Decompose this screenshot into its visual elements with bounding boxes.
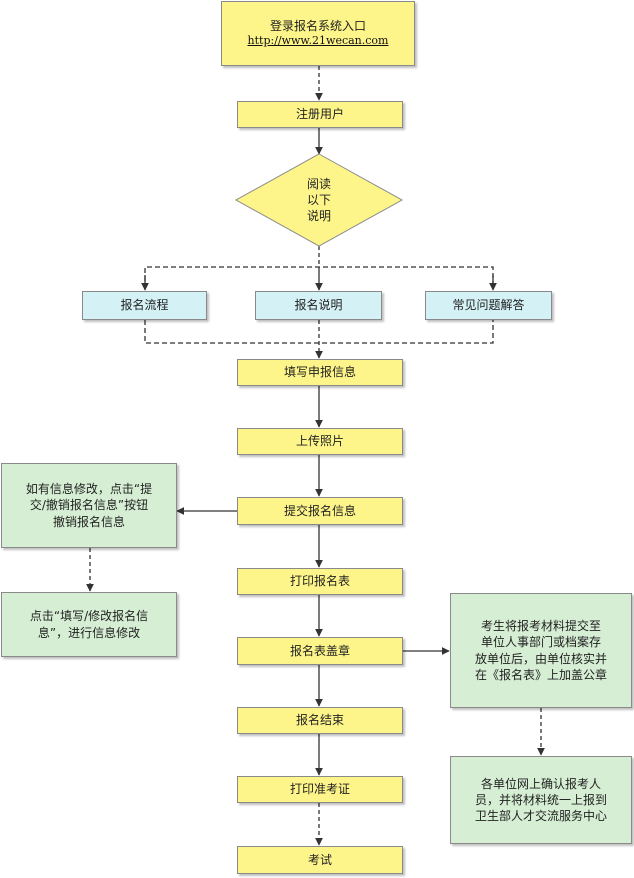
print-form-box: 打印报名表 [237, 568, 403, 595]
stamp-form-box: 报名表盖章 [237, 637, 403, 665]
finish-box: 报名结束 [237, 707, 403, 734]
read-notes-diamond [234, 153, 404, 247]
employer-note-box: 考生将报考材料提交至 单位人事部门或档案存 放单位后，由单位核实并 在《报名表》… [450, 593, 632, 708]
fill-info-box: 填写申报信息 [237, 359, 403, 386]
exam-box: 考试 [237, 846, 403, 874]
read-notes-label: 阅读 以下 说明 [306, 176, 331, 224]
entry-title: 登录报名系统入口 [269, 18, 366, 33]
entry-url-link[interactable]: http://www.21wecan.com [247, 34, 389, 48]
process-box: 报名流程 [82, 291, 207, 320]
modify-fill-box: 点击“填写/修改报名信 息”，进行信息修改 [1, 592, 177, 657]
confirm-note-box: 各单位网上确认报考人 员，并将材料统一上报到 卫生部人才交流服务中心 [450, 756, 632, 844]
modify-note-box: 如有信息修改，点击“提 交/撤销报名信息”按钮 撤销报名信息 [1, 463, 177, 548]
entry-box: 登录报名系统入口 http://www.21wecan.com [221, 1, 415, 66]
instructions-box: 报名说明 [255, 291, 382, 320]
register-box: 注册用户 [237, 101, 403, 128]
faq-box: 常见问题解答 [425, 291, 552, 320]
print-ticket-box: 打印准考证 [237, 776, 403, 803]
upload-photo-box: 上传照片 [237, 428, 403, 455]
submit-info-box: 提交报名信息 [237, 497, 403, 525]
